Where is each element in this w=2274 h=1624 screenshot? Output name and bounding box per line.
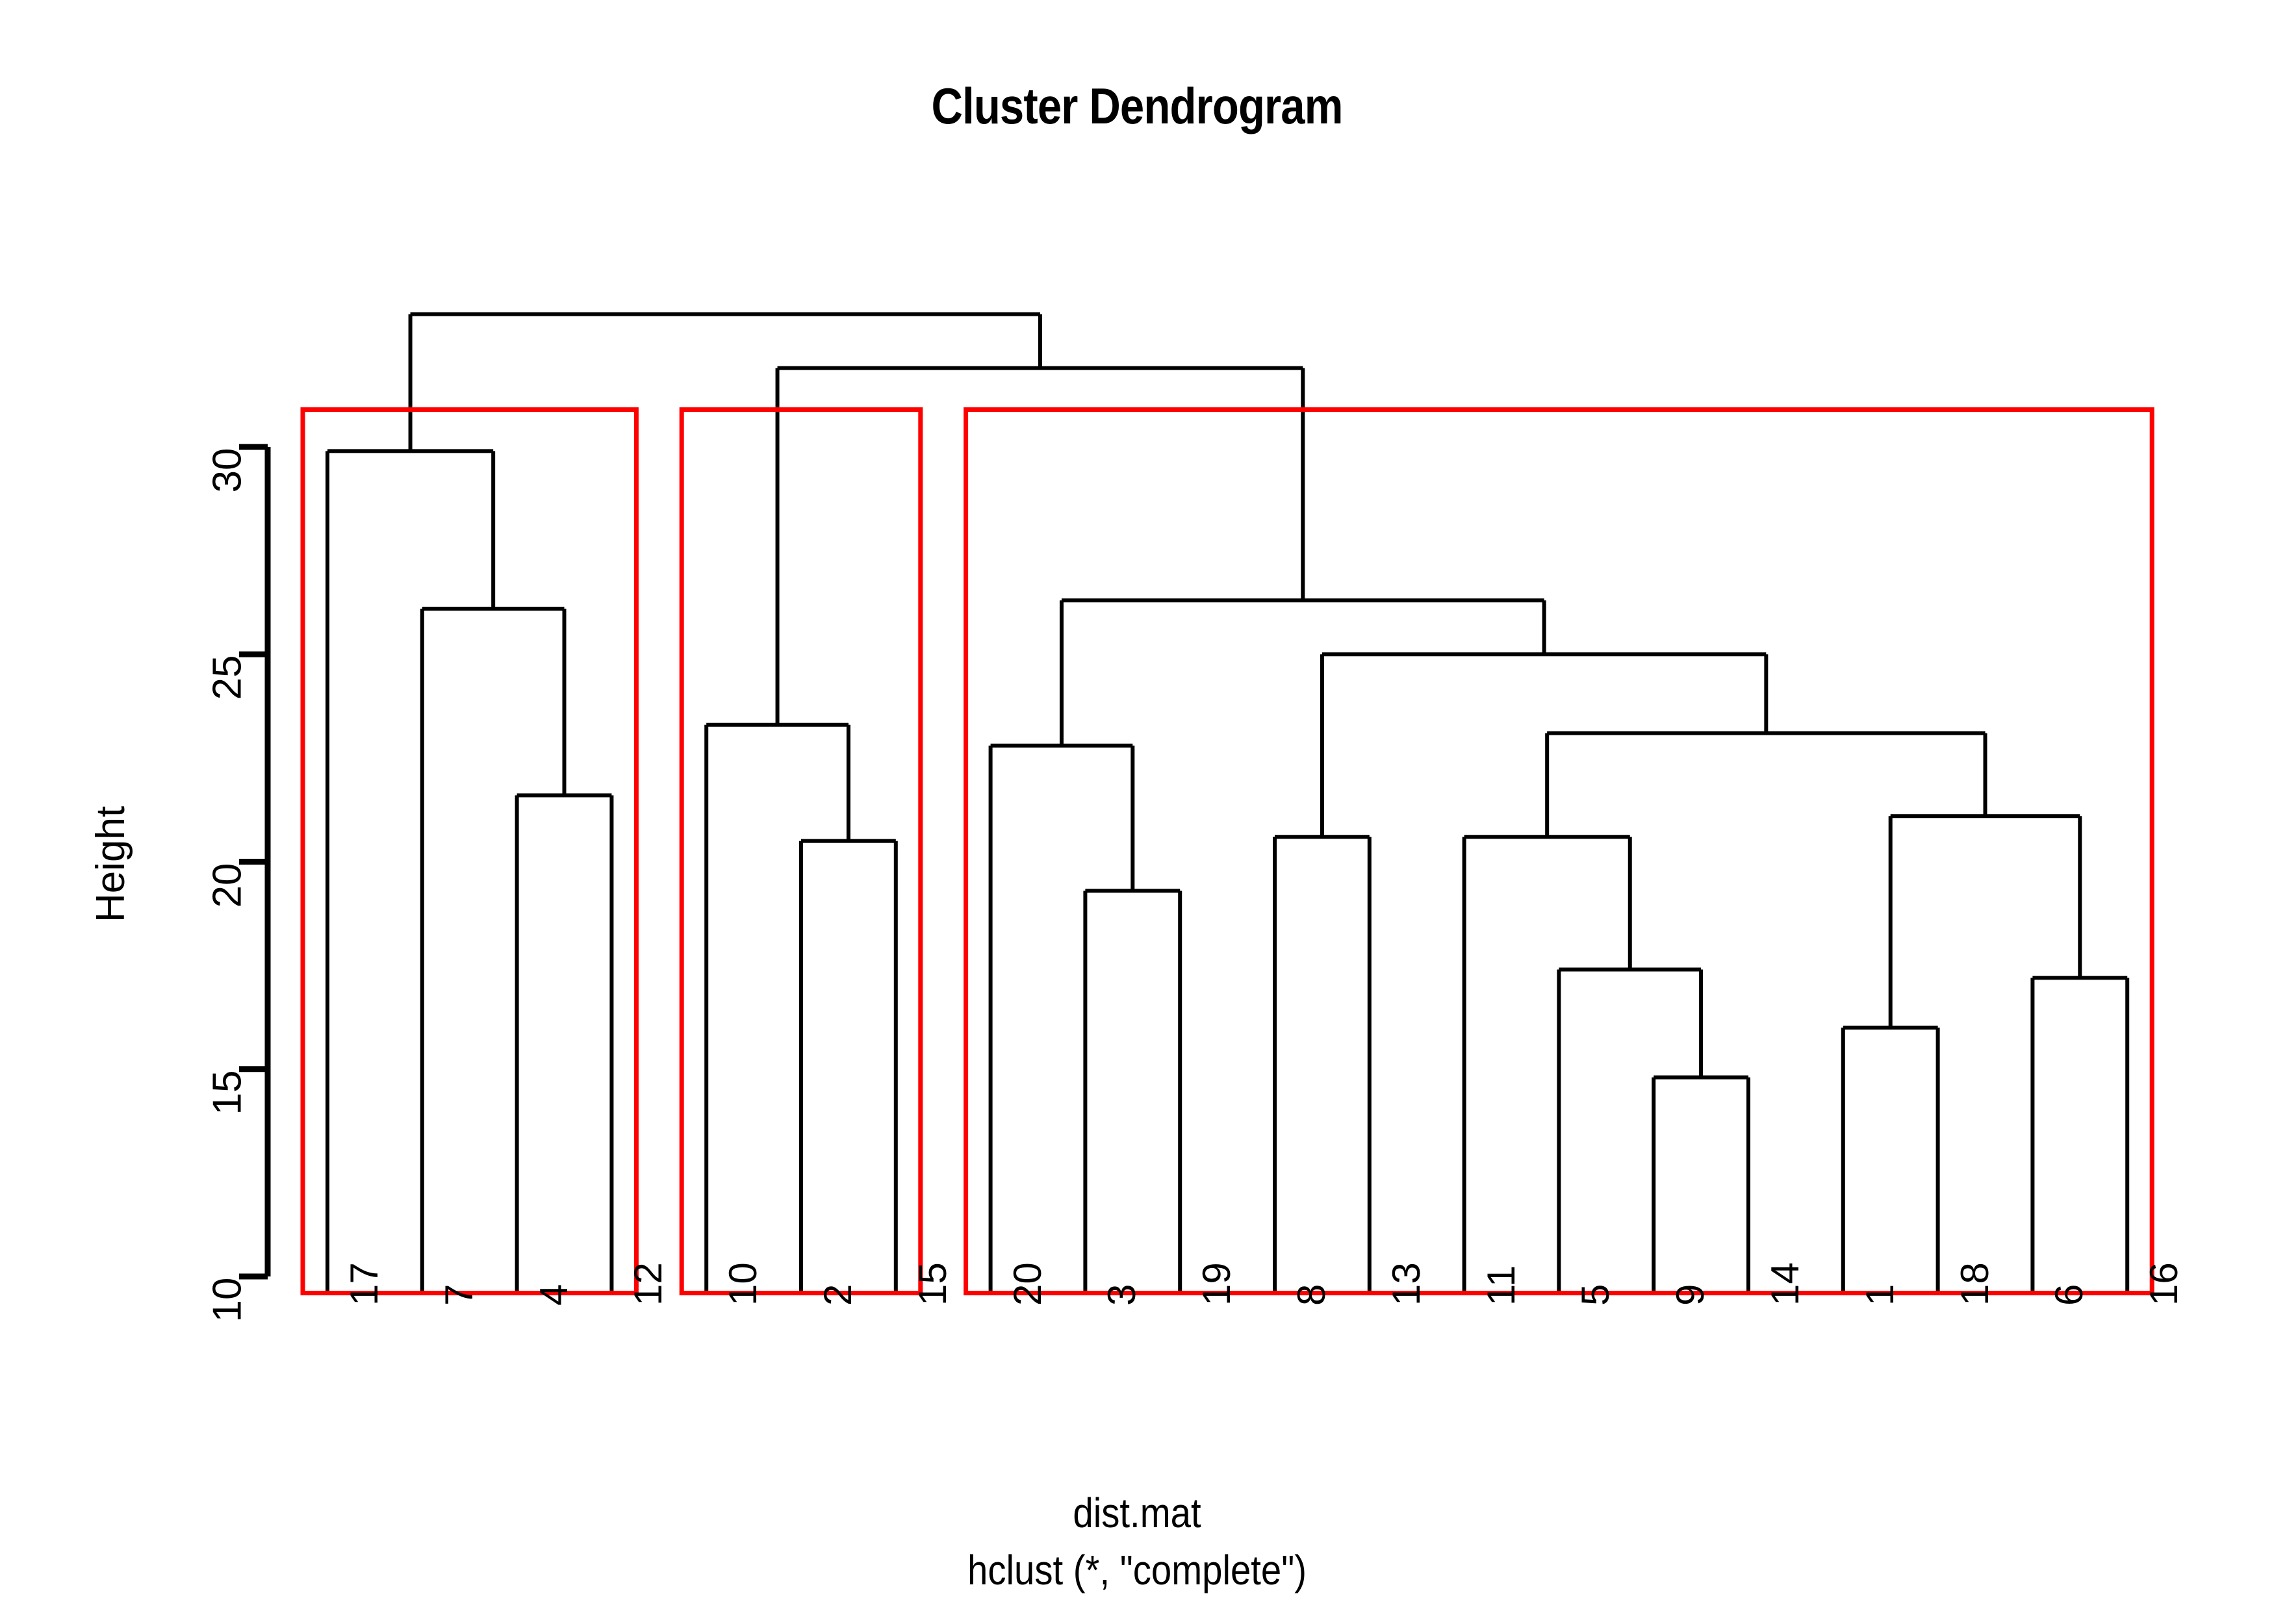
leaf-label-3: 3 <box>1100 1284 1144 1306</box>
leaf-label-19: 19 <box>1195 1262 1239 1306</box>
leaf-label-17: 17 <box>342 1262 386 1306</box>
leaf-label-18: 18 <box>1952 1262 1997 1306</box>
y-axis <box>239 444 271 1280</box>
leaf-label-13: 13 <box>1384 1262 1428 1306</box>
leaf-label-12: 12 <box>626 1262 671 1306</box>
leaf-label-9: 9 <box>1668 1284 1713 1306</box>
leaf-label-8: 8 <box>1290 1284 1333 1306</box>
x-axis-caption-secondary: hclust (*, "complete") <box>967 1547 1307 1593</box>
leaf-label-7: 7 <box>437 1284 481 1306</box>
leaf-label-1: 1 <box>1858 1284 1902 1306</box>
leaf-label-11: 11 <box>1479 1265 1523 1306</box>
cluster-rect-cluster-1 <box>300 407 639 1296</box>
cluster-rectangles <box>300 407 2154 1296</box>
leaf-label-16: 16 <box>2142 1262 2186 1306</box>
dendrogram-tree <box>326 312 2130 1295</box>
chart-title: Cluster Dendrogram <box>931 77 1343 134</box>
cluster-rect-cluster-3 <box>964 407 2154 1296</box>
leaf-label-20: 20 <box>1005 1262 1049 1306</box>
x-axis-caption-primary: dist.mat <box>1073 1490 1201 1536</box>
leaf-label-4: 4 <box>531 1284 576 1306</box>
leaf-label-15: 15 <box>910 1262 954 1306</box>
leaf-label-14: 14 <box>1763 1262 1807 1306</box>
leaf-label-10: 10 <box>721 1262 765 1306</box>
leaf-label-5: 5 <box>1574 1284 1618 1306</box>
leaf-label-6: 6 <box>2047 1284 2091 1306</box>
leaf-label-2: 2 <box>816 1284 860 1306</box>
cluster-rect-cluster-2 <box>679 407 923 1296</box>
